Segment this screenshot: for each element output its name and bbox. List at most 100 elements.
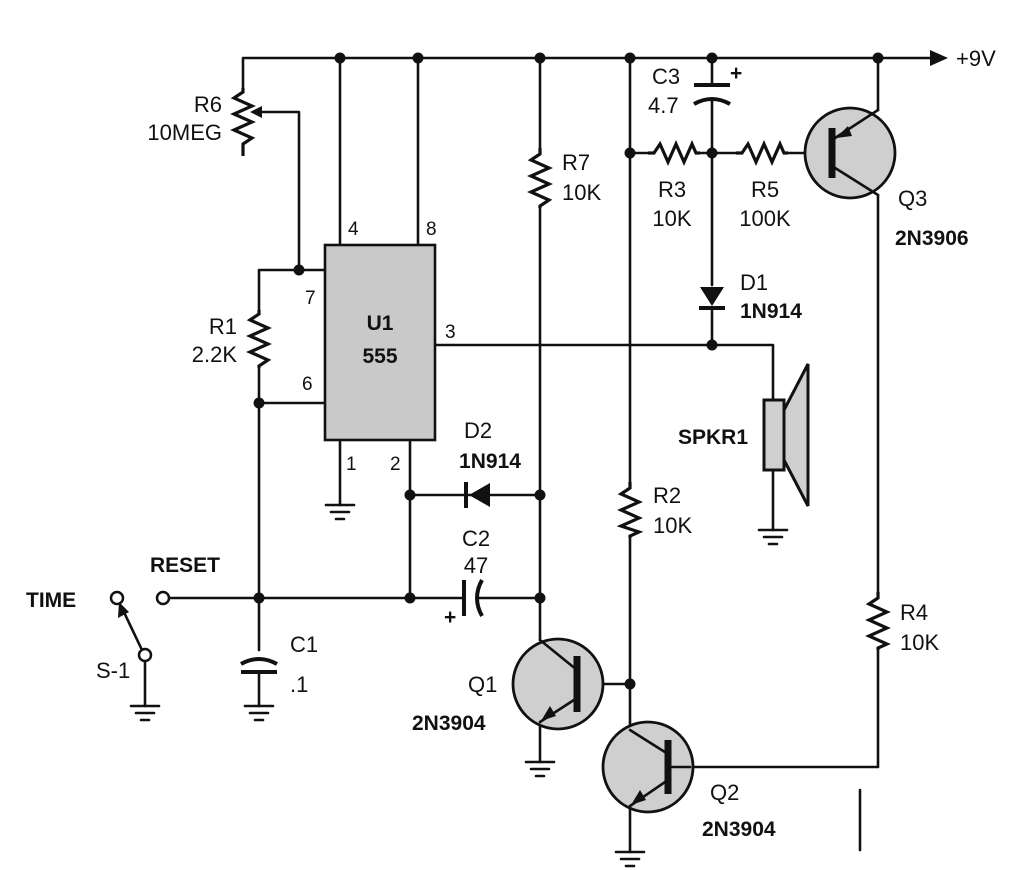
resistor-r1: R1 2.2K: [192, 310, 272, 368]
switch-reset-contact: [155, 590, 171, 606]
resistor-r2-value: 10K: [653, 513, 692, 538]
junction-dot: [706, 147, 718, 159]
capacitor-c2-curved-plate: [475, 579, 484, 617]
ground-icon: [324, 503, 356, 521]
capacitor-c2-ref: C2: [462, 526, 490, 551]
resistor-r7-value: 10K: [562, 180, 601, 205]
resistor-r4-zigzag: [865, 592, 891, 650]
transistor-q3: Q3 2N3906: [803, 106, 969, 250]
resistor-r3-ref: R3: [658, 177, 686, 202]
transistor-q1-body: [511, 637, 605, 731]
wire-r4-q2: [688, 648, 880, 769]
transistor-q1-ref: Q1: [468, 672, 497, 697]
resistor-r5-zigzag: [736, 140, 788, 166]
capacitor-c3-ref: C3: [652, 64, 680, 89]
junction-dot: [293, 264, 305, 276]
ic-pin-1-label: 1: [346, 454, 357, 475]
diode-d1-part: 1N914: [740, 300, 802, 323]
capacitor-c1-ref: C1: [290, 632, 318, 657]
resistor-r4: R4 10K: [865, 592, 939, 655]
supply-label: +9V: [956, 46, 996, 71]
ic-ref-label: U1: [367, 312, 394, 335]
resistor-r7-zigzag: [527, 148, 553, 208]
capacitor-c2: + C2 47: [444, 526, 490, 629]
junction-dot: [404, 489, 416, 501]
switch-time-contact: [109, 590, 125, 606]
junction-dot: [253, 592, 265, 604]
resistor-r3-value: 10K: [652, 206, 691, 231]
q2-emitter-arrow-icon: [631, 790, 646, 805]
resistor-r5-value: 100K: [739, 206, 791, 231]
resistor-r3-zigzag: [648, 140, 700, 166]
transistor-q3-collector: [830, 164, 880, 197]
resistor-r7: R7 10K: [527, 148, 601, 208]
resistor-r6-ref: R6: [194, 92, 222, 117]
resistor-r1-ref: R1: [209, 314, 237, 339]
transistor-q3-ref: Q3: [898, 186, 927, 211]
wire-pin6: [257, 366, 327, 405]
switch-s1: TIME RESET S-1: [26, 554, 220, 683]
capacitor-c2-polarity: +: [444, 606, 456, 629]
transistor-q1: Q1 2N3904: [412, 637, 605, 735]
ic-pin-2-label: 2: [390, 454, 401, 475]
speaker-cone-icon: [782, 363, 810, 507]
capacitor-c3-polarity: +: [730, 62, 742, 85]
ground-icon: [524, 760, 556, 778]
junction-dot: [624, 678, 636, 690]
resistor-r1-zigzag: [246, 310, 272, 368]
junction-dot: [624, 52, 636, 64]
capacitor-c2-value: 47: [464, 553, 488, 578]
resistor-r4-ref: R4: [900, 600, 928, 625]
capacitor-c3-curved-plate: [693, 97, 731, 106]
ground-icon: [129, 704, 161, 722]
diode-d2: D2 1N914: [459, 418, 521, 508]
diode-d2-part: 1N914: [459, 450, 521, 473]
capacitor-c3-value: 4.7: [648, 93, 679, 118]
junction-dot: [624, 147, 636, 159]
transistor-q2-ref: Q2: [710, 780, 739, 805]
wire-supply-rail: [241, 56, 932, 90]
resistor-r7-ref: R7: [562, 150, 590, 175]
ic-pin-7-label: 7: [305, 288, 316, 309]
transistor-q3-part: 2N3906: [895, 227, 969, 250]
switch-time-label: TIME: [26, 589, 76, 612]
diode-d1-ref: D1: [740, 270, 768, 295]
transistor-q1-part: 2N3904: [412, 712, 486, 735]
ic-pin-4-label: 4: [348, 219, 359, 240]
junction-dot: [872, 52, 884, 64]
q1-emitter-arrow-icon: [541, 706, 556, 721]
speaker-magnet: [762, 398, 786, 472]
diode-d1-triangle: [700, 287, 724, 306]
r6-wiper-arrow-icon: [250, 106, 262, 118]
ground-icon: [757, 528, 789, 546]
ic-pin-8-label: 8: [426, 219, 437, 240]
junction-dot: [404, 592, 416, 604]
resistor-r2-zigzag: [616, 482, 644, 538]
speaker-ref: SPKR1: [678, 426, 748, 449]
transistor-q2-part: 2N3904: [702, 818, 776, 841]
junction-dot: [334, 52, 346, 64]
switch-common-contact: [137, 647, 153, 663]
speaker-spkr1: SPKR1: [678, 363, 810, 507]
ic-pin-3-label: 3: [445, 322, 456, 343]
grounds: [129, 503, 789, 868]
switch-reset-label: RESET: [150, 554, 220, 577]
resistor-r6-value: 10MEG: [147, 120, 222, 145]
junction-dot: [412, 52, 424, 64]
junction-dot: [706, 339, 718, 351]
junction-dot: [706, 52, 718, 64]
diode-d2-ref: D2: [464, 418, 492, 443]
transistor-q3-body: [803, 106, 897, 200]
capacitor-c1-value: .1: [290, 672, 308, 697]
junction-dots: [253, 52, 884, 690]
resistor-r2: R2 10K: [616, 482, 692, 538]
resistor-r6-zigzag: [230, 88, 256, 156]
resistor-r6: R6 10MEG: [147, 88, 262, 156]
resistor-r5: R5 100K: [736, 140, 791, 231]
resistor-r2-ref: R2: [653, 483, 681, 508]
supply-arrow-icon: [930, 50, 948, 66]
resistor-r3: R3 10K: [648, 140, 700, 231]
junction-dot: [534, 489, 546, 501]
junction-dot: [534, 52, 546, 64]
